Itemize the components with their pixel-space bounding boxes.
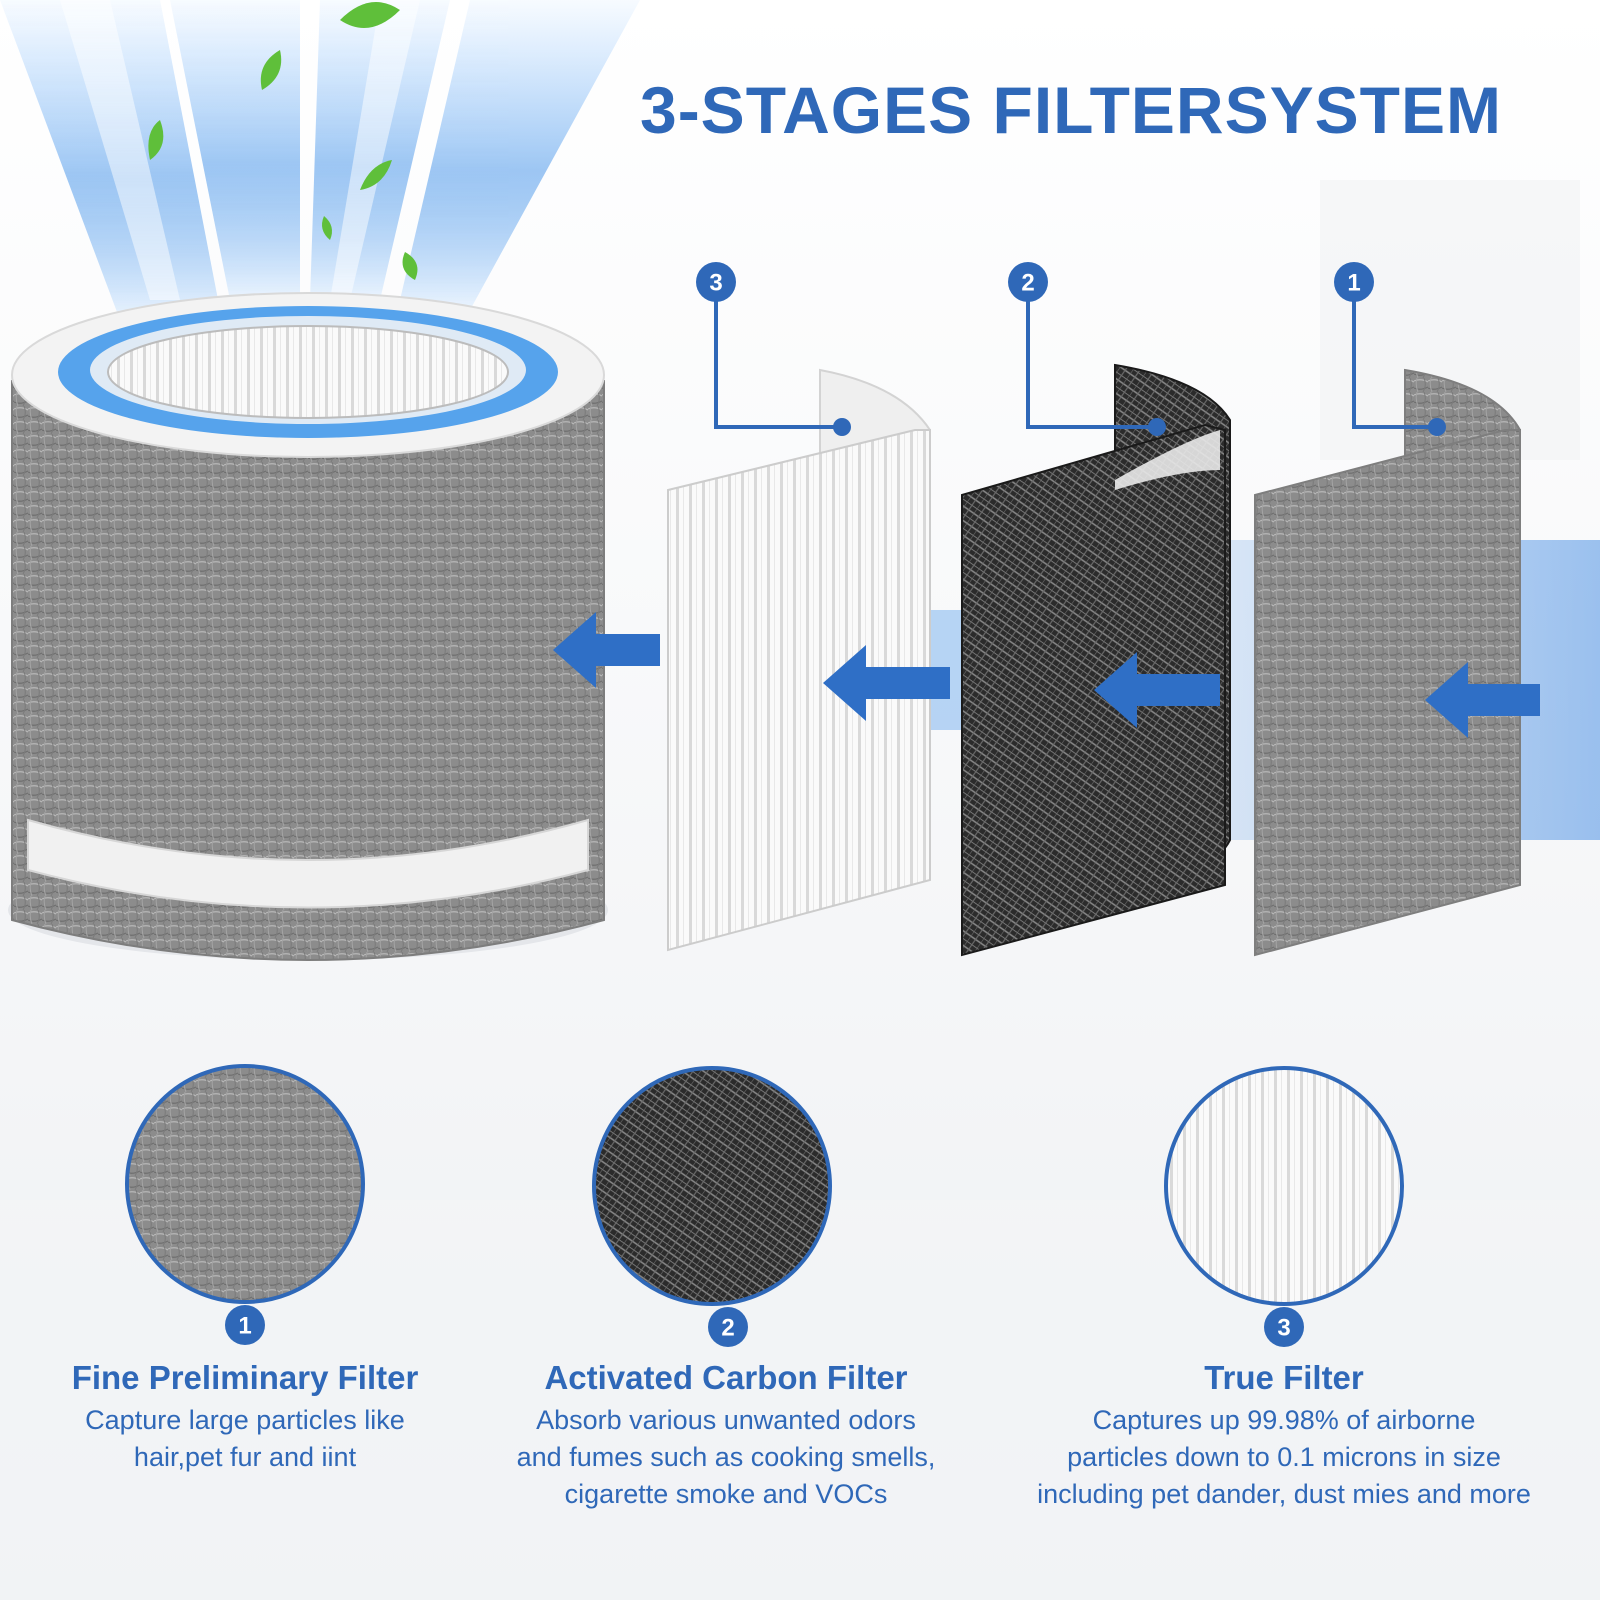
feature-description: Absorb various unwanted odors and fumes … (466, 1402, 986, 1513)
carbon-filter-panel (961, 363, 1231, 957)
stack-badge-label: 1 (1347, 270, 1360, 297)
stack-badge-1: 1 (1334, 262, 1374, 302)
feature-description: Captures up 99.98% of airborne particles… (1024, 1402, 1544, 1513)
stack-badge-2: 2 (1008, 262, 1048, 302)
feature-line: cigarette smoke and VOCs (564, 1479, 888, 1509)
cylinder-filter (8, 292, 608, 961)
feature-line: and fumes such as cooking smells, (516, 1442, 936, 1472)
arrow-left-icon (553, 612, 1540, 738)
pre-filter-panel (1254, 368, 1521, 957)
pre-filter-closeup: 1 (125, 1064, 365, 1345)
feature-line: hair,pet fur and iint (133, 1442, 357, 1472)
feature-badge-label: 1 (238, 1313, 251, 1340)
carbon-filter-closeup: 2 (592, 1066, 832, 1347)
feature-line: including pet dander, dust mies and more (1037, 1479, 1531, 1509)
feature-badge-label: 3 (1277, 1315, 1290, 1342)
true-filter-closeup: 3 (1164, 1066, 1404, 1347)
feature-line: Captures up 99.98% of airborne (1092, 1405, 1476, 1435)
stack-badge-3: 3 (696, 262, 736, 302)
page-title: 3-STAGES FILTERSYSTEM (640, 73, 1502, 147)
stack-badge-label: 3 (709, 270, 722, 297)
feature-description: Capture large particles like hair,pet fu… (0, 1402, 505, 1476)
feature-title: Activated Carbon Filter (544, 1359, 908, 1396)
feature-true-filter: True Filter Captures up 99.98% of airbor… (1024, 1358, 1544, 1513)
feature-carbon-filter: Activated Carbon Filter Absorb various u… (466, 1358, 986, 1513)
stack-callouts (714, 284, 1435, 429)
feature-line: particles down to 0.1 microns in size (1067, 1442, 1501, 1472)
stack-badge-label: 2 (1021, 270, 1034, 297)
feature-line: Absorb various unwanted odors (536, 1405, 916, 1435)
feature-line: Capture large particles like (85, 1405, 405, 1435)
feature-title: Fine Preliminary Filter (71, 1359, 419, 1396)
feature-title: True Filter (1204, 1359, 1364, 1396)
feature-badge-label: 2 (721, 1315, 734, 1342)
feature-pre-filter: Fine Preliminary Filter Capture large pa… (0, 1358, 505, 1476)
true-filter-panel (667, 368, 931, 952)
